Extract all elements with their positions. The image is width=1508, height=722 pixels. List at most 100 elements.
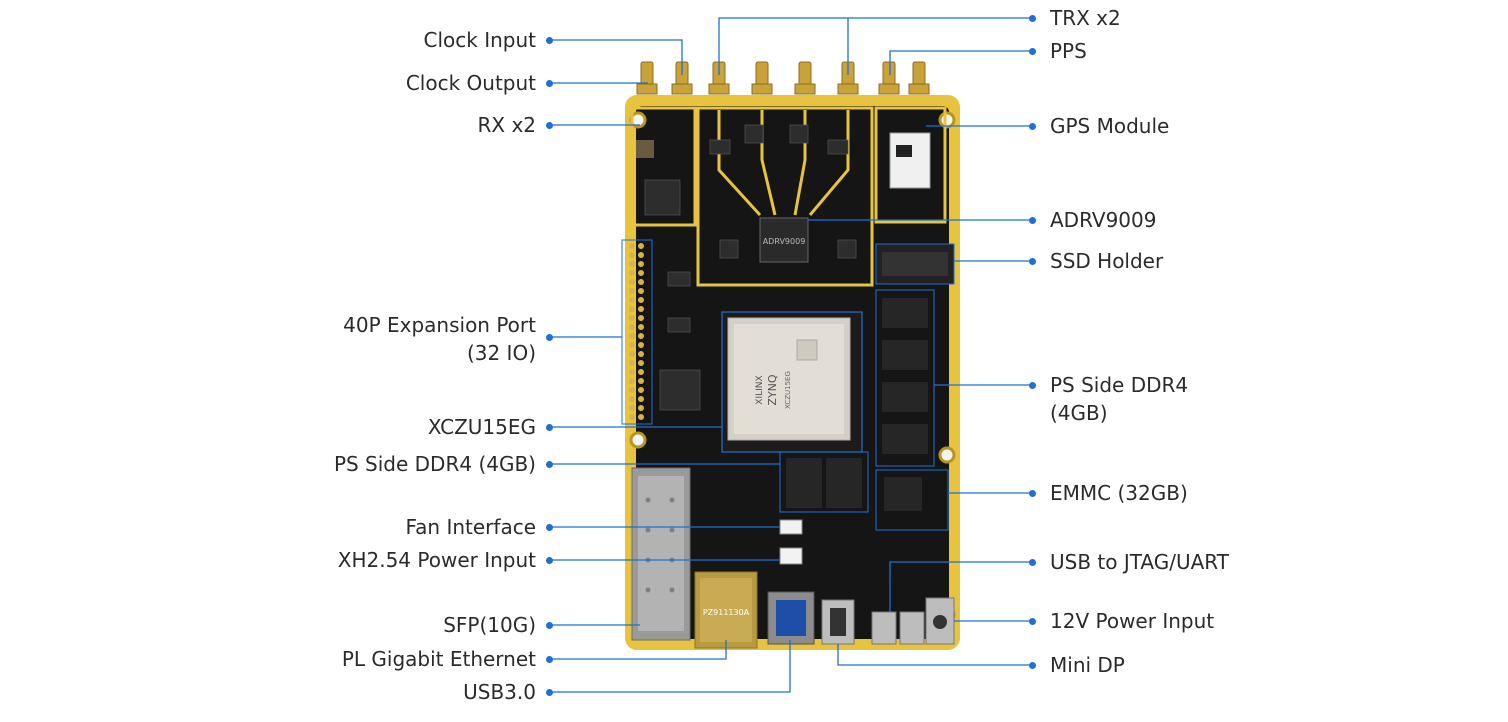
emmc-label-text: EMMC (32GB)	[1050, 481, 1188, 505]
header-pin	[638, 369, 644, 375]
ps-ddr4-right-label: PS Side DDR4 (4GB)	[1050, 373, 1188, 425]
header-pin	[629, 306, 635, 312]
ps-ddr4-right-label-text: PS Side DDR4	[1050, 373, 1189, 397]
header-pin	[629, 252, 635, 258]
clock-output-marker-dot	[545, 79, 553, 87]
header-pin	[629, 261, 635, 267]
header-pin	[629, 396, 635, 402]
emmc-chip	[875, 469, 949, 531]
usb30-label: USB3.0	[463, 680, 536, 704]
usb-jtag-uart-marker-dot	[1028, 558, 1036, 566]
mini-dp-marker-dot	[1028, 661, 1036, 669]
header-pin	[629, 360, 635, 366]
usb30-label-text: USB3.0	[463, 680, 536, 704]
header-pin	[629, 270, 635, 276]
gps-module-label-text: GPS Module	[1050, 114, 1170, 138]
crystal	[636, 140, 654, 158]
gps-module-marker-dot	[1028, 122, 1036, 130]
ps-ddr4-left-label: PS Side DDR4 (4GB)	[334, 452, 536, 476]
pl-ethernet-label-text: PL Gigabit Ethernet	[341, 647, 536, 671]
usb-c-ports	[871, 611, 925, 645]
pl-ethernet-label: PL Gigabit Ethernet	[342, 647, 536, 671]
header-pin	[638, 387, 644, 393]
header-pin	[629, 243, 635, 249]
header-pin	[638, 243, 644, 249]
trx-x2-label: TRX x2	[1050, 6, 1121, 30]
ssd-holder-block	[875, 243, 955, 285]
expansion-port-marker-dot	[545, 333, 553, 341]
header-pin	[638, 342, 644, 348]
pl-ethernet-leader-line	[549, 640, 727, 660]
expansion-port-label-subtext: (32 IO)	[466, 341, 536, 365]
fan-interface-marker-dot	[545, 523, 553, 531]
header-pin	[638, 288, 644, 294]
header-pin	[638, 297, 644, 303]
svg-text:XCZU15EG: XCZU15EG	[784, 371, 792, 409]
sfp-cage	[631, 467, 691, 641]
mini-dp-leader-line	[837, 644, 1032, 666]
sfp-label: SFP(10G)	[443, 613, 536, 637]
svg-text:XILINX: XILINX	[755, 375, 765, 404]
fan-interface-label-text: Fan Interface	[405, 515, 537, 539]
usb3-port	[767, 591, 815, 645]
xczu15eg-label-text: XCZU15EG	[427, 415, 536, 439]
header-pin	[638, 405, 644, 411]
clock-input-label: Clock Input	[424, 28, 536, 52]
header-pin	[629, 324, 635, 330]
usb-jtag-uart-leader-line	[889, 561, 1032, 612]
header-pin	[629, 297, 635, 303]
usb-jtag-uart-label-text: USB to JTAG/UART	[1050, 550, 1229, 574]
trx-x2-leader-line	[718, 17, 1032, 75]
clock-input-label-text: Clock Input	[423, 28, 536, 52]
pps-marker-dot	[1028, 47, 1036, 55]
smd-components	[644, 124, 857, 411]
header-pin	[629, 333, 635, 339]
header-pin	[638, 252, 644, 258]
ethernet-jack: PZ911130A	[694, 571, 758, 649]
header-pin	[638, 306, 644, 312]
header-pin	[638, 351, 644, 357]
ps-ddr4-right-label-subtext: (4GB)	[1050, 401, 1108, 425]
xczu15eg-label: XCZU15EG	[428, 415, 536, 439]
header-pin	[629, 369, 635, 375]
ps-ddr4-bottom	[779, 451, 869, 513]
header-pin	[638, 315, 644, 321]
header-pin	[638, 279, 644, 285]
header-pin	[638, 396, 644, 402]
trx-x2-marker-dot	[1028, 14, 1036, 22]
expansion-header	[621, 239, 653, 425]
mini-dp-label-text: Mini DP	[1050, 653, 1125, 677]
mini-dp-label: Mini DP	[1050, 653, 1125, 677]
rx-x2-marker-dot	[545, 121, 553, 129]
mini-dp-port	[821, 599, 855, 645]
sfp-label-text: SFP(10G)	[443, 613, 536, 637]
header-pin	[629, 387, 635, 393]
svg-text:PZ911130A: PZ911130A	[703, 608, 750, 617]
header-pin	[629, 405, 635, 411]
header-pin	[638, 261, 644, 267]
header-pin	[629, 279, 635, 285]
gps-module-block	[889, 132, 931, 189]
sma-connectors	[636, 61, 930, 95]
header-pin	[629, 351, 635, 357]
power-12v-marker-dot	[1028, 617, 1036, 625]
fpga-chip: XILINX ZYNQ XCZU15EG	[721, 311, 863, 453]
ps-ddr4-chips	[875, 289, 935, 467]
power-12v-label-text: 12V Power Input	[1050, 609, 1215, 633]
ps-ddr4-left-marker-dot	[545, 460, 553, 468]
trx-x2-label-text: TRX x2	[1050, 6, 1121, 30]
dc-power-jack	[925, 597, 955, 645]
expansion-header-outline	[621, 239, 653, 425]
usb30-marker-dot	[545, 688, 553, 696]
header-pin	[638, 270, 644, 276]
header-pin	[638, 360, 644, 366]
gps-module-label: GPS Module	[1050, 114, 1169, 138]
header-pin	[629, 288, 635, 294]
sfp-marker-dot	[545, 621, 553, 629]
emmc-marker-dot	[1028, 489, 1036, 497]
xh254-power-label: XH2.54 Power Input	[338, 548, 536, 572]
header-pin	[638, 333, 644, 339]
fan-connector	[779, 519, 803, 535]
usb-jtag-uart-label: USB to JTAG/UART	[1050, 550, 1229, 574]
